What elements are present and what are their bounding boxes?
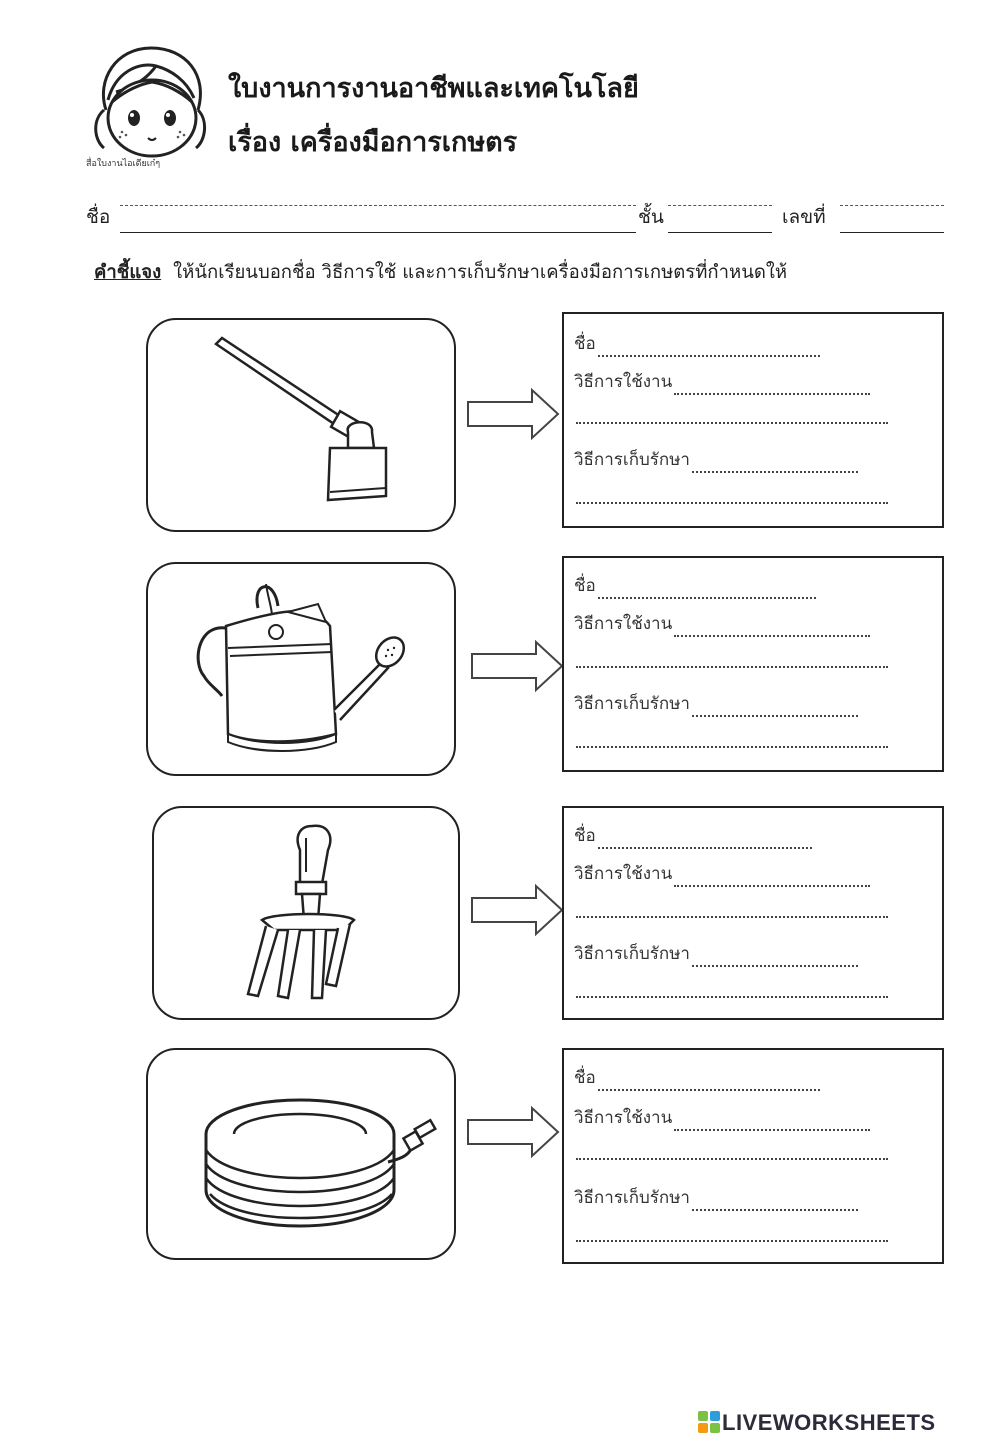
arrow-right-icon — [467, 1105, 560, 1159]
answer-storage-line-2[interactable] — [574, 488, 888, 504]
picture-box-1 — [146, 318, 456, 532]
instructions: คำชี้แจง ให้นักเรียนบอกชื่อ วิธีการใช้ แล… — [94, 258, 964, 287]
answer-storage-line[interactable]: วิธีการเก็บรักษา — [574, 1184, 858, 1211]
hoe-icon — [214, 336, 388, 502]
class-label: ชั้น — [638, 206, 664, 228]
watering-can-icon — [196, 583, 406, 752]
liveworksheets-logo: LIVEWORKSHEETS — [698, 1410, 936, 1436]
answer-usage-line[interactable]: วิธีการใช้งาน — [574, 1104, 871, 1131]
answer-usage-line-2[interactable] — [574, 652, 888, 668]
answer-box-3: ชื่อ วิธีการใช้งาน วิธีการเก็บรักษา — [562, 806, 944, 1020]
answer-usage-line-2[interactable] — [574, 902, 888, 918]
answer-storage-line[interactable]: วิธีการเก็บรักษา — [574, 940, 858, 967]
picture-box-3 — [152, 806, 460, 1020]
answer-name-line[interactable]: ชื่อ — [574, 330, 820, 357]
arrow-right-icon — [471, 883, 564, 937]
answer-box-4: ชื่อ วิธีการใช้งาน วิธีการเก็บรักษา — [562, 1048, 944, 1264]
brand-text: LIVEWORKSHEETS — [722, 1410, 936, 1435]
answer-usage-line-2[interactable] — [574, 1144, 888, 1160]
answer-storage-line[interactable]: วิธีการเก็บรักษา — [574, 690, 858, 717]
number-label: เลขที่ — [782, 206, 826, 228]
logo — [86, 40, 216, 160]
answer-name-line[interactable]: ชื่อ — [574, 822, 812, 849]
arrow-right-icon — [467, 387, 560, 441]
garden-fork-icon — [246, 824, 356, 1000]
answer-usage-line[interactable]: วิธีการใช้งาน — [574, 860, 871, 887]
number-field[interactable] — [840, 205, 944, 233]
answer-usage-line[interactable]: วิธีการใช้งาน — [574, 368, 871, 395]
answer-box-2: ชื่อ วิธีการใช้งาน วิธีการเก็บรักษา — [562, 556, 944, 772]
answer-usage-line-2[interactable] — [574, 408, 888, 424]
answer-storage-line-2[interactable] — [574, 1226, 888, 1242]
girl-face-icon — [94, 46, 206, 158]
name-label: ชื่อ — [86, 206, 111, 228]
answer-name-line[interactable]: ชื่อ — [574, 572, 816, 599]
picture-box-4 — [146, 1048, 456, 1260]
answer-storage-line-2[interactable] — [574, 732, 888, 748]
answer-usage-line[interactable]: วิธีการใช้งาน — [574, 610, 871, 637]
class-field[interactable] — [668, 205, 772, 233]
liveworksheets-mark-icon — [698, 1411, 720, 1433]
logo-caption: สื่อใบงานไอเดียเก๋ๆ — [86, 159, 161, 169]
answer-storage-line-2[interactable] — [574, 982, 888, 998]
instructions-heading: คำชี้แจง — [94, 262, 162, 283]
arrow-right-icon — [471, 639, 564, 693]
instructions-text: ให้นักเรียนบอกชื่อ วิธีการใช้ และการเก็บ… — [173, 262, 788, 283]
garden-hose-icon — [204, 1098, 438, 1228]
answer-name-line[interactable]: ชื่อ — [574, 1064, 820, 1091]
answer-box-1: ชื่อ วิธีการใช้งาน วิธีการเก็บรักษา — [562, 312, 944, 528]
name-field[interactable] — [120, 205, 636, 233]
picture-box-2 — [146, 562, 456, 776]
page-title: ใบงานการงานอาชีพและเทคโนโลยี — [228, 73, 639, 104]
answer-storage-line[interactable]: วิธีการเก็บรักษา — [574, 446, 858, 473]
page-subtitle: เรื่อง เครื่องมือการเกษตร — [228, 127, 518, 158]
